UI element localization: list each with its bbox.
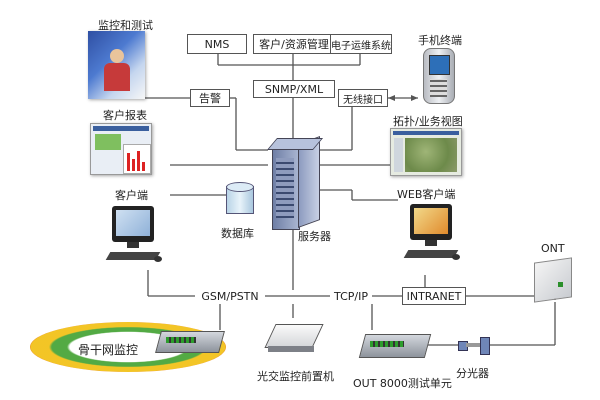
nms-box: NMS	[187, 34, 247, 54]
snmp-xml-label: SNMP/XML	[264, 82, 324, 96]
alarm-box: 告警	[190, 89, 230, 107]
optical-frontend-device-icon	[264, 318, 324, 358]
intranet-label: INTRANET	[406, 289, 462, 303]
monitor-test-photo	[88, 31, 145, 99]
mobile-phone-icon	[423, 48, 455, 104]
server-label: 服务器	[298, 230, 331, 243]
customer-report-label: 客户报表	[103, 109, 147, 122]
telecom-ops-label: 电子运维系统	[331, 40, 391, 52]
backbone-monitor-label: 骨干网监控	[78, 343, 139, 357]
otu-unit-label: OUT 8000测试单元	[353, 377, 452, 390]
customer-report-screenshot	[90, 123, 152, 175]
splitter-label: 分光器	[456, 367, 489, 380]
web-client-label: WEB客户端	[397, 188, 456, 201]
telecom-ops-box: 电子运维系统	[330, 34, 392, 54]
optical-frontend-label: 光交监控前置机	[257, 370, 334, 383]
backbone-test-unit-icon	[155, 327, 225, 353]
otu-test-unit-icon	[358, 330, 432, 360]
client-label: 客户端	[115, 189, 148, 202]
topology-view-screenshot	[390, 128, 462, 176]
database-label: 数据库	[221, 227, 254, 240]
wireless-interface-box: 无线接口	[338, 89, 388, 107]
gsm-pstn-box: GSM/PSTN	[195, 288, 265, 305]
database-icon	[226, 182, 254, 214]
tcp-ip-box: TCP/IP	[328, 288, 374, 305]
customer-resource-label: 客户/资源管理	[259, 38, 329, 51]
server-icon	[266, 135, 324, 230]
splitter-icon	[458, 335, 490, 357]
nms-label: NMS	[204, 37, 230, 51]
ont-label: ONT	[541, 242, 565, 255]
intranet-box: INTRANET	[402, 287, 466, 305]
wireless-interface-label: 无线接口	[343, 94, 383, 106]
client-computer-icon	[100, 204, 172, 270]
topology-view-label: 拓扑/业务视图	[393, 115, 463, 128]
ont-device-icon	[528, 257, 574, 303]
tcp-ip-label: TCP/IP	[334, 290, 368, 303]
gsm-pstn-label: GSM/PSTN	[201, 290, 259, 303]
snmp-xml-box: SNMP/XML	[253, 80, 335, 98]
alarm-label: 告警	[199, 92, 221, 105]
web-client-computer-icon	[398, 202, 470, 268]
mobile-terminal-label: 手机终端	[418, 34, 462, 47]
customer-resource-box: 客户/资源管理	[253, 34, 335, 54]
monitor-test-label: 监控和测试	[98, 19, 153, 32]
